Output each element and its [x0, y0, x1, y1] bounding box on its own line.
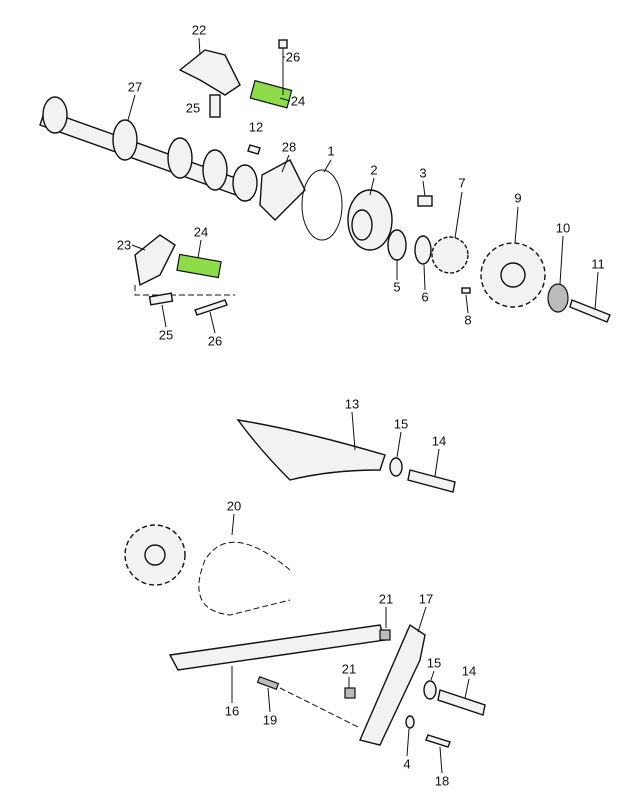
washer-15-lower	[423, 680, 437, 700]
rocker-arm-upper	[178, 49, 241, 96]
callout-10: 10	[555, 220, 571, 236]
callout-5: 5	[393, 279, 401, 295]
washer-10	[547, 283, 569, 313]
pin-8	[461, 287, 471, 294]
camshaft	[39, 96, 258, 202]
callout-22: 22	[191, 22, 207, 38]
callout-14: 14	[431, 433, 447, 449]
callout-16: 16	[224, 703, 240, 719]
callout-25: 25	[185, 100, 201, 116]
bushing-21-upper	[379, 629, 391, 641]
rocker-shaft-lower-highlighted	[176, 253, 222, 279]
callout-9: 9	[514, 190, 522, 206]
callout-19: 19	[262, 712, 278, 728]
callout-21: 21	[378, 591, 394, 607]
callout-26-lower: 26	[207, 333, 223, 349]
key-12	[247, 144, 261, 155]
washer-15-upper	[389, 457, 403, 477]
bolt-14-upper	[407, 469, 456, 493]
bolt-26-lower	[194, 299, 228, 316]
callout-2: 2	[370, 162, 378, 178]
callout-1: 1	[327, 143, 335, 159]
washer-6	[414, 235, 432, 265]
callout-3: 3	[419, 165, 427, 181]
lash-adjuster-upper	[209, 94, 221, 118]
callout-27: 27	[127, 79, 143, 95]
bolt-3	[417, 195, 433, 207]
callout-6: 6	[421, 289, 429, 305]
callout-14-lower: 14	[461, 663, 477, 679]
tensioner-arm-17	[359, 623, 426, 746]
chain-guide-13	[236, 419, 386, 481]
lash-adjuster-lower	[148, 292, 174, 306]
callout-12: 12	[248, 119, 264, 135]
pin-19	[256, 675, 280, 691]
callout-15: 15	[393, 416, 409, 432]
callout-4: 4	[403, 756, 411, 772]
bushing-21-lower	[344, 687, 356, 699]
callout-17: 17	[418, 591, 434, 607]
rocker-shaft-upper-highlighted	[249, 79, 293, 109]
gasket-28	[259, 159, 306, 221]
callout-23: 23	[116, 237, 132, 253]
o-ring-1	[301, 169, 343, 241]
callout-28: 28	[281, 139, 297, 155]
callout-26: 26	[285, 49, 301, 65]
bolt-11	[569, 299, 611, 323]
callout-11: 11	[591, 256, 605, 272]
callout-24-lower: 24	[193, 224, 209, 240]
sprocket-7	[431, 236, 469, 274]
bolt-14-lower	[437, 689, 486, 716]
rocker-arm-lower	[134, 234, 176, 287]
callout-24: 24	[290, 93, 306, 109]
timing-chain-20	[198, 541, 291, 616]
callout-15-lower: 15	[426, 655, 442, 671]
callout-20: 20	[226, 498, 242, 514]
bolt-18	[425, 734, 451, 748]
callout-13: 13	[344, 396, 360, 412]
callout-7: 7	[458, 175, 466, 191]
washer-4	[405, 715, 415, 729]
callout-8: 8	[464, 312, 472, 328]
seal-5	[387, 229, 407, 261]
callout-25-lower: 25	[158, 327, 174, 343]
callout-21-lower: 21	[341, 661, 357, 677]
callout-18: 18	[434, 773, 450, 789]
